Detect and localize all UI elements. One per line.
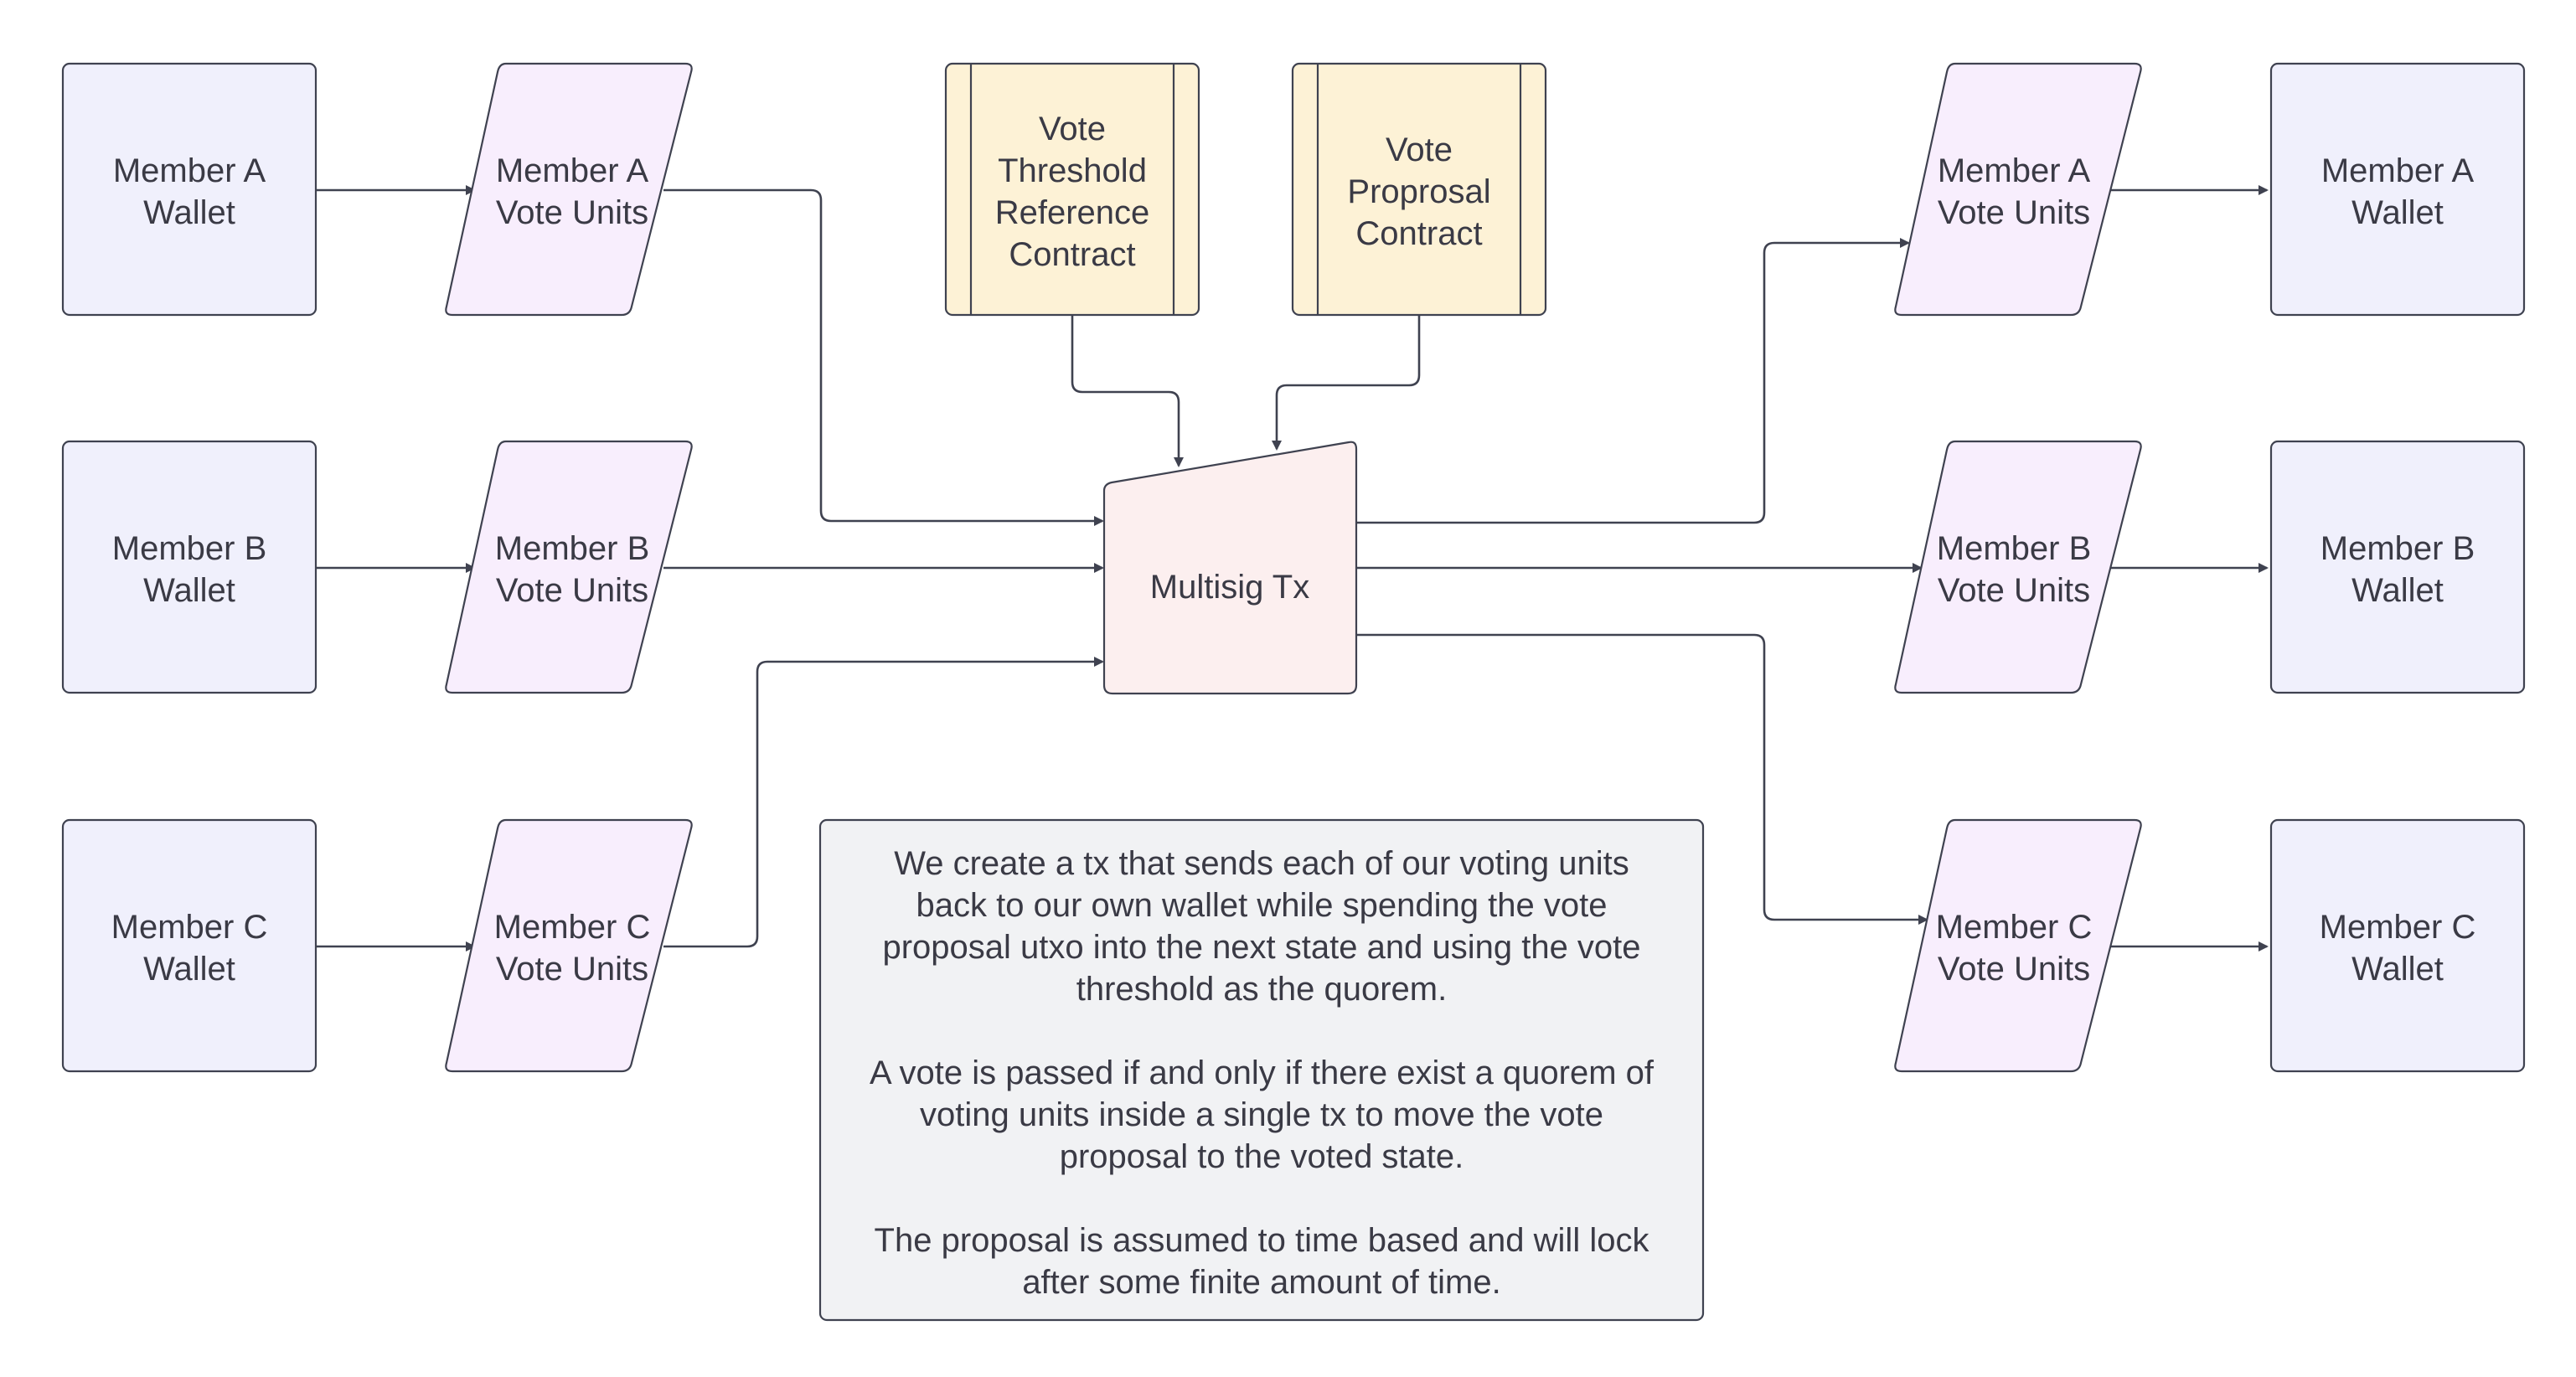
- edge-proposal-to-tx: [1272, 314, 1421, 451]
- right-wallet-c[interactable]: Member C Wallet: [2269, 818, 2526, 1073]
- left-wallet-c-line: Wallet: [143, 951, 235, 988]
- right-units-b-line: Vote Units: [1938, 572, 2090, 609]
- right-units-b-line: Member B: [1937, 530, 2092, 567]
- threshold-contract-line: Contract: [1009, 236, 1135, 273]
- left-wallet-a-label: Member A Wallet: [113, 152, 266, 231]
- left-vote-units-a-label: Member A Vote Units: [496, 152, 649, 231]
- edge-tx-to-right-units-c: [1356, 633, 1928, 925]
- right-units-a-line: Vote Units: [1938, 194, 2090, 231]
- right-wallet-c-line: Member C: [2320, 909, 2476, 946]
- edges: [316, 185, 2269, 952]
- right-wallet-a-line: Member A: [2321, 152, 2475, 189]
- threshold-contract-line: Vote: [1039, 111, 1106, 147]
- left-units-a-line: Member A: [496, 152, 649, 189]
- right-units-c-line: Vote Units: [1938, 951, 2090, 988]
- note-paragraph-1-line: proposal utxo into the next state and us…: [882, 929, 1640, 966]
- right-vote-units-b[interactable]: Member B Vote Units: [1894, 440, 2142, 694]
- right-vote-units-c-label: Member C Vote Units: [1936, 909, 2093, 988]
- proposal-contract-line: Proprosal: [1347, 173, 1490, 210]
- right-wallet-b[interactable]: Member B Wallet: [2269, 440, 2526, 694]
- right-vote-units-b-label: Member B Vote Units: [1937, 530, 2092, 609]
- note-paragraph-2-line: A vote is passed if and only if there ex…: [870, 1055, 1655, 1091]
- edge-threshold-to-tx: [1071, 314, 1184, 467]
- threshold-contract-line: Reference: [995, 194, 1150, 231]
- left-wallet-a[interactable]: Member A Wallet: [61, 62, 317, 317]
- left-wallet-a-line: Member A: [113, 152, 266, 189]
- note-paragraph-1-line: We create a tx that sends each of our vo…: [894, 845, 1629, 882]
- left-vote-units-b-label: Member B Vote Units: [495, 530, 650, 609]
- right-wallet-c-label: Member C Wallet: [2320, 909, 2476, 988]
- explanation-note[interactable]: We create a tx that sends each of our vo…: [818, 818, 1705, 1322]
- note-paragraph-2-line: voting units inside a single tx to move …: [920, 1096, 1603, 1133]
- left-wallet-c-label: Member C Wallet: [111, 909, 268, 988]
- note-paragraph-1-line: back to our own wallet while spending th…: [916, 887, 1608, 924]
- left-wallet-c[interactable]: Member C Wallet: [61, 818, 317, 1073]
- edge-units-a-to-tx: [663, 188, 1104, 526]
- threshold-contract-line: Threshold: [998, 152, 1147, 189]
- edge-tx-to-right-units-a: [1356, 238, 1910, 524]
- multisig-tx-line: Multisig Tx: [1150, 569, 1309, 606]
- left-wallet-a-line: Wallet: [143, 194, 235, 231]
- right-units-a-line: Member A: [1938, 152, 2091, 189]
- left-wallet-b[interactable]: Member B Wallet: [61, 440, 317, 694]
- left-wallet-b-line: Wallet: [143, 572, 235, 609]
- right-wallet-a-line: Wallet: [2351, 194, 2444, 231]
- note-text: We create a tx that sends each of our vo…: [870, 845, 1655, 1301]
- right-wallet-c-line: Wallet: [2351, 951, 2444, 988]
- proposal-contract-line: Contract: [1355, 215, 1482, 252]
- left-wallet-c-line: Member C: [111, 909, 268, 946]
- right-wallet-b-label: Member B Wallet: [2320, 530, 2475, 609]
- proposal-contract-line: Vote: [1386, 132, 1453, 168]
- left-wallet-b-label: Member B Wallet: [112, 530, 267, 609]
- left-vote-units-b[interactable]: Member B Vote Units: [445, 440, 693, 694]
- left-units-c-line: Member C: [494, 909, 651, 946]
- right-wallet-b-line: Wallet: [2351, 572, 2444, 609]
- multisig-tx[interactable]: Multisig Tx: [1102, 441, 1358, 695]
- right-vote-units-c[interactable]: Member C Vote Units: [1894, 818, 2142, 1073]
- left-units-b-line: Vote Units: [496, 572, 648, 609]
- right-wallet-a[interactable]: Member A Wallet: [2269, 62, 2526, 317]
- note-paragraph-3-line: The proposal is assumed to time based an…: [875, 1222, 1650, 1259]
- left-vote-units-a[interactable]: Member A Vote Units: [445, 62, 693, 317]
- note-paragraph-2-line: proposal to the voted state.: [1060, 1138, 1464, 1175]
- left-wallet-b-line: Member B: [112, 530, 267, 567]
- multisig-tx-label: Multisig Tx: [1150, 569, 1309, 606]
- left-units-a-line: Vote Units: [496, 194, 648, 231]
- note-paragraph-1-line: threshold as the quorem.: [1076, 971, 1447, 1008]
- right-vote-units-a[interactable]: Member A Vote Units: [1894, 62, 2142, 317]
- right-wallet-a-label: Member A Wallet: [2321, 152, 2475, 231]
- left-units-b-line: Member B: [495, 530, 650, 567]
- right-wallet-b-line: Member B: [2320, 530, 2475, 567]
- edge-units-c-to-tx: [663, 657, 1104, 948]
- right-units-c-line: Member C: [1936, 909, 2093, 946]
- left-vote-units-c[interactable]: Member C Vote Units: [445, 818, 693, 1073]
- note-paragraph-3-line: after some finite amount of time.: [1022, 1264, 1500, 1301]
- right-vote-units-a-label: Member A Vote Units: [1938, 152, 2091, 231]
- left-units-c-line: Vote Units: [496, 951, 648, 988]
- left-vote-units-c-label: Member C Vote Units: [494, 909, 651, 988]
